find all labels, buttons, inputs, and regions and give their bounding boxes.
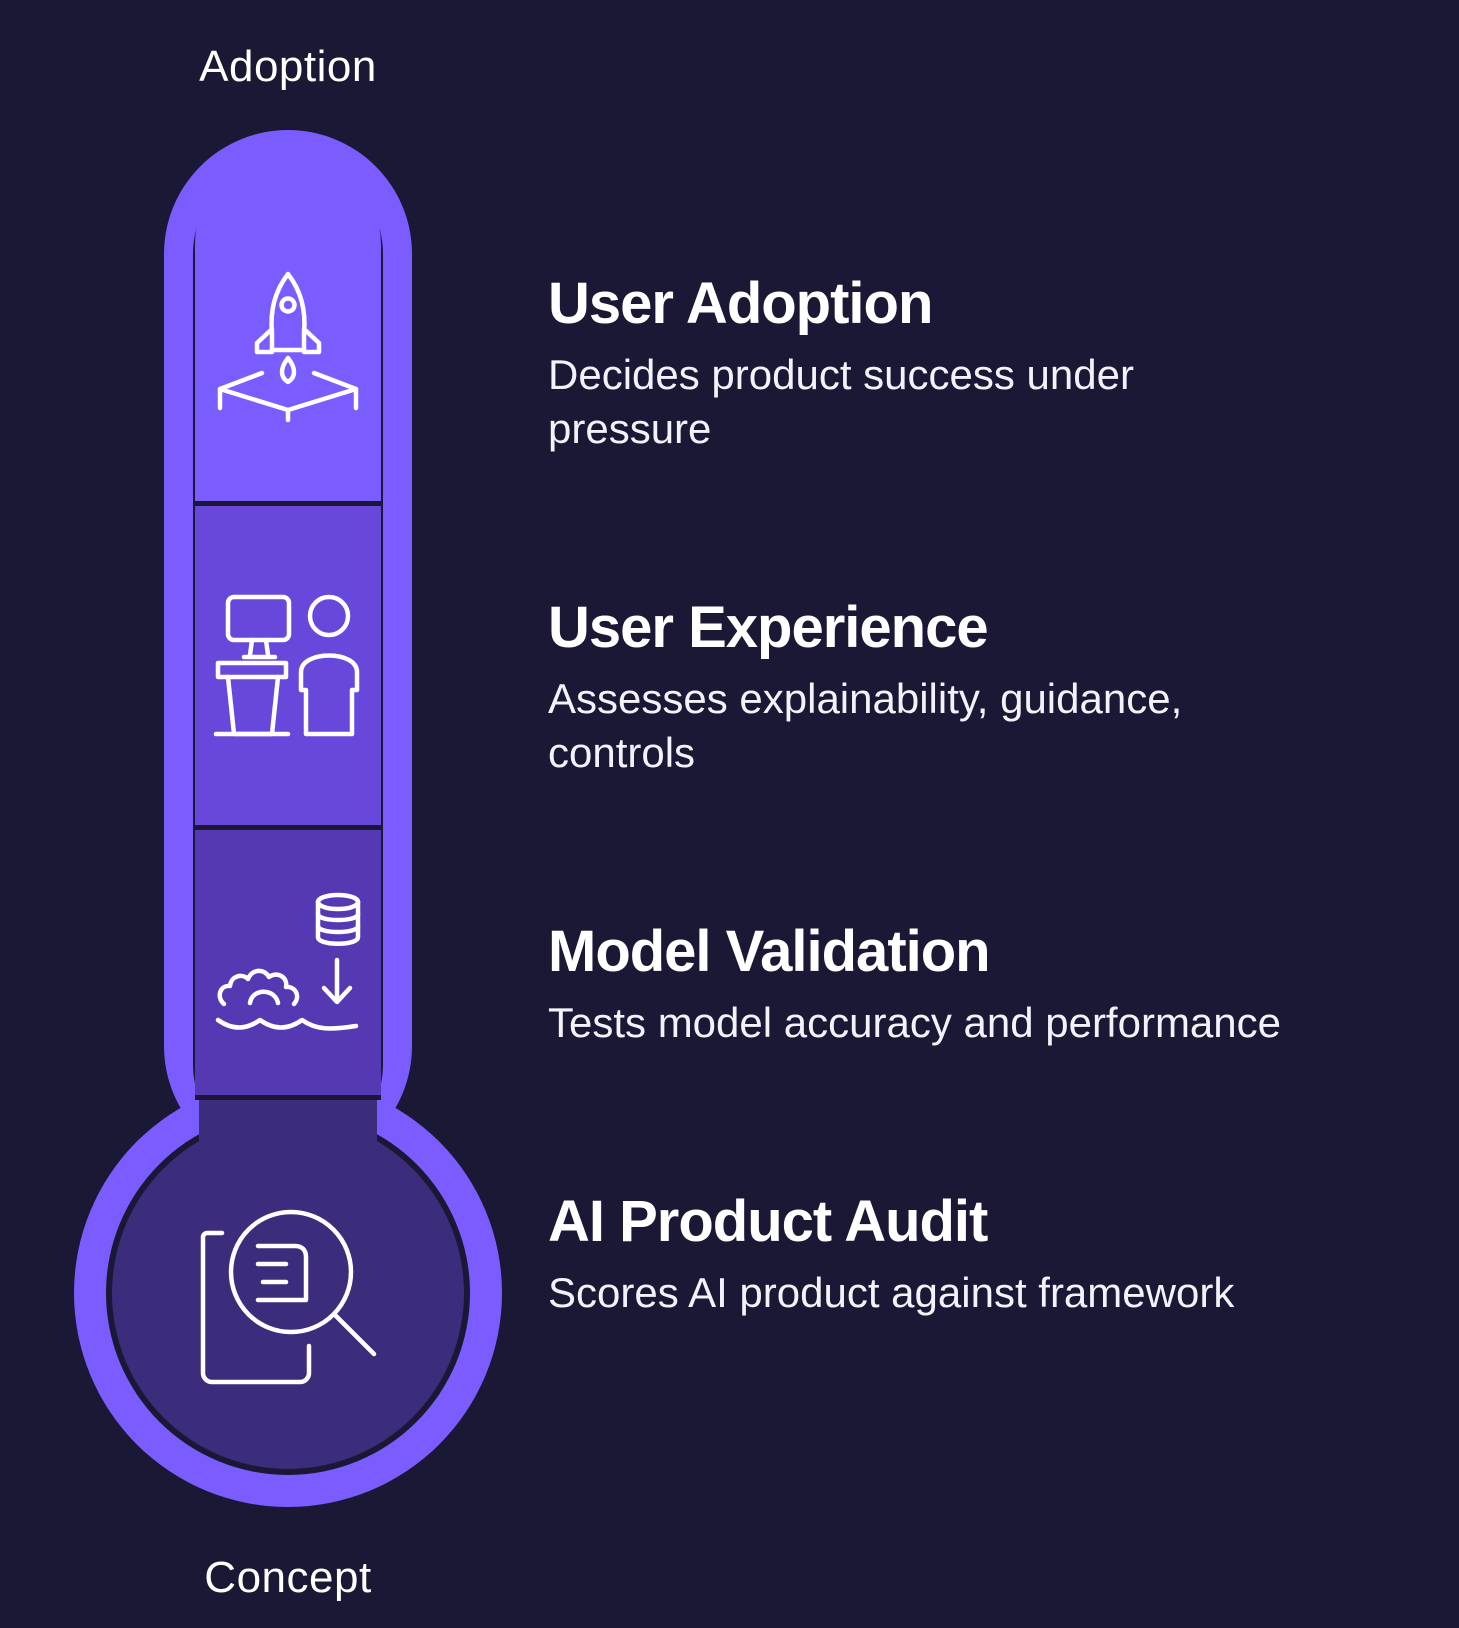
stage-description: Scores AI product against framework <box>548 1268 1235 1316</box>
stage-description: Decides product success under pressure <box>548 350 1134 453</box>
axis-top-label: Adoption <box>199 42 377 91</box>
stage-user-adoption: User Adoption Decides product success un… <box>548 272 1428 457</box>
thermometer-segment-user-adoption <box>195 152 381 501</box>
data-gear-flow-icon <box>215 892 361 1031</box>
stage-ai-product-audit: AI Product Audit Scores AI product again… <box>548 1190 1428 1320</box>
thermometer-bulb <box>112 1117 464 1469</box>
document-search-icon <box>200 1209 377 1385</box>
stage-user-experience: User Experience Assesses explainability,… <box>548 596 1428 781</box>
stage-title: User Adoption <box>548 271 933 336</box>
stage-model-validation: Model Validation Tests model accuracy an… <box>548 920 1428 1050</box>
thermometer-neck <box>199 1100 377 1160</box>
stage-title: User Experience <box>548 595 989 660</box>
thermometer-separators <box>195 501 381 1100</box>
thermometer-segment-model-validation <box>195 830 381 1095</box>
axis-bottom-label: Concept <box>204 1553 372 1602</box>
stage-description: Assesses explainability, guidance, contr… <box>548 674 1183 777</box>
person-at-computer-icon <box>213 594 360 737</box>
rocket-launch-icon <box>217 271 359 423</box>
stage-description: Tests model accuracy and performance <box>548 998 1282 1046</box>
stage-title: AI Product Audit <box>548 1189 988 1254</box>
stage-title: Model Validation <box>548 919 991 984</box>
thermometer-graphic <box>74 130 502 1507</box>
